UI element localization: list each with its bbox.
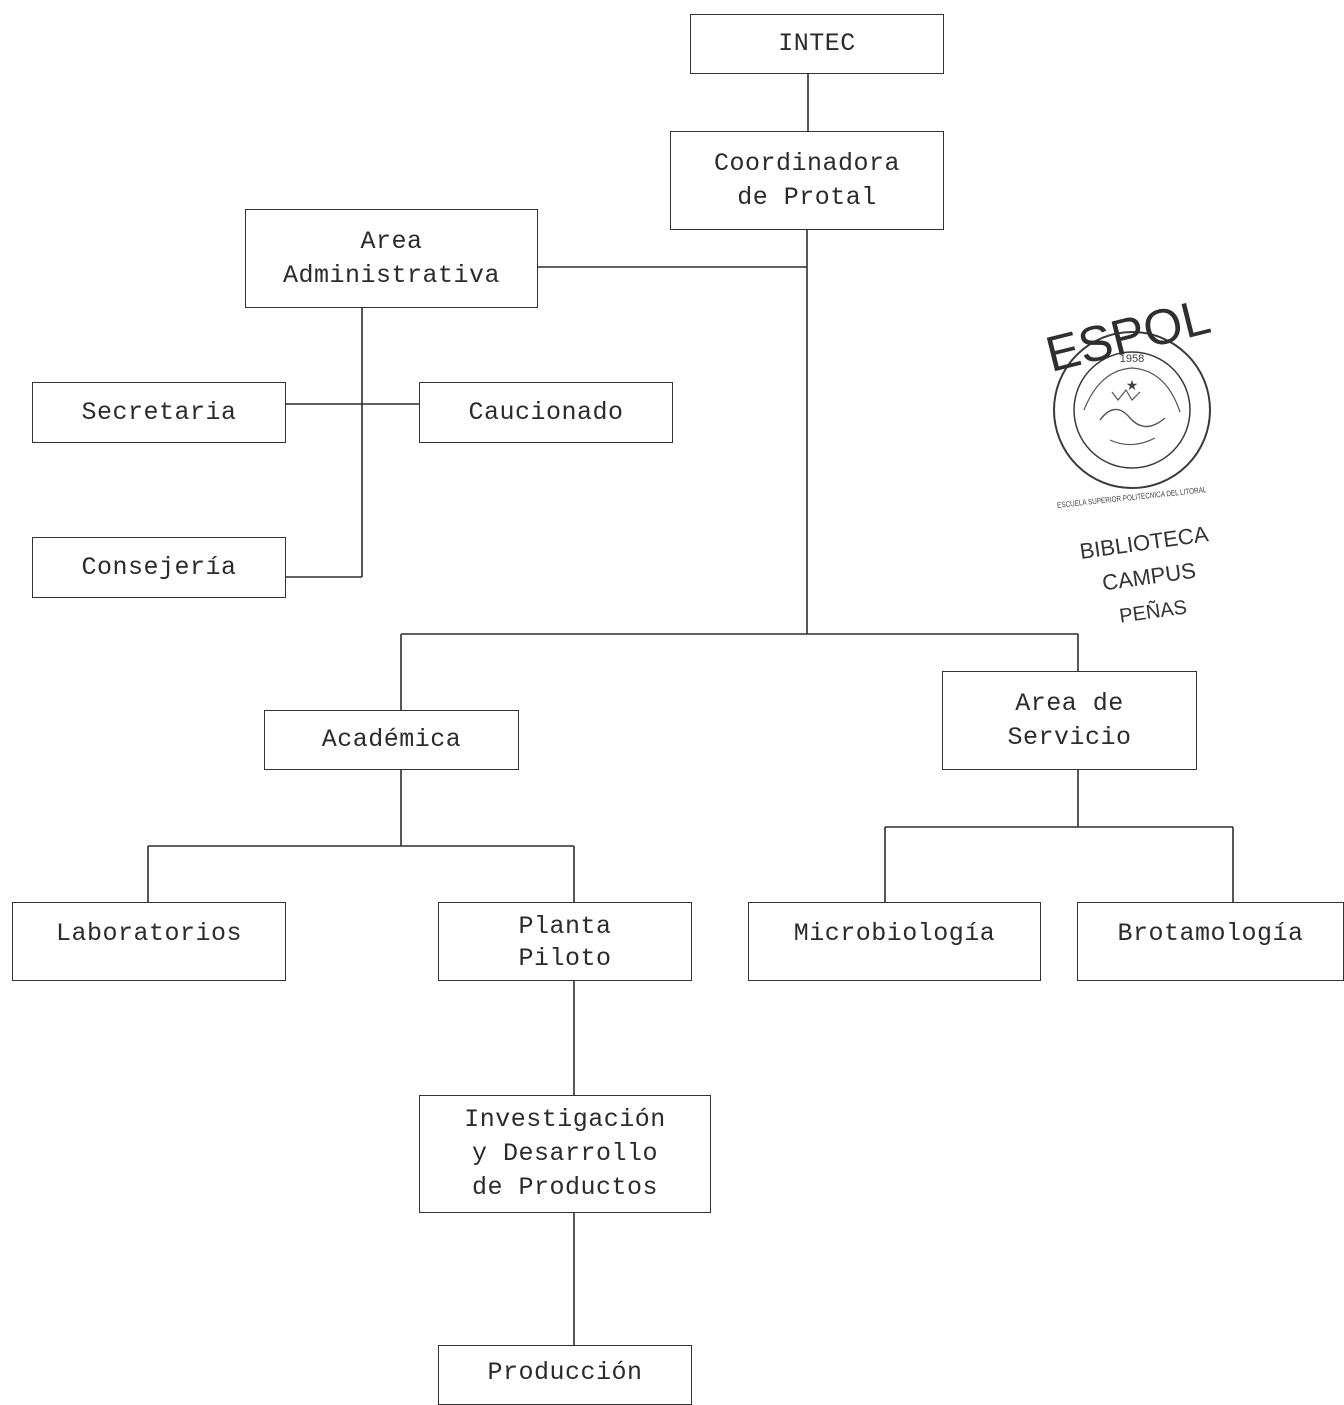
stamp-year: 1958 <box>1120 353 1144 365</box>
node-coordinadora: Coordinadora de Protal <box>670 131 944 230</box>
node-area-administrativa: Area Administrativa <box>245 209 538 308</box>
svg-text:★: ★ <box>1126 377 1139 393</box>
node-microbiologia: Microbiología <box>748 902 1041 981</box>
library-stamp: ★ 1958 ESPOL ESCUELA SUPERIOR POLITECNIC… <box>1040 300 1215 628</box>
node-brotamologia: Brotamología <box>1077 902 1344 981</box>
node-area-servicio-label-line1: Area de <box>1015 688 1124 718</box>
node-investigacion-label-line2: y Desarrollo <box>471 1139 659 1168</box>
node-investigacion: Investigación y Desarrollo de Productos <box>419 1095 711 1213</box>
node-microbiologia-label: Microbiología <box>793 919 996 948</box>
node-investigacion-label-line3: de Productos <box>471 1173 659 1202</box>
node-caucionado: Caucionado <box>419 382 673 443</box>
node-area-administrativa-label-line2: Administrativa <box>282 260 501 290</box>
node-coordinadora-label-line1: Coordinadora <box>713 148 901 178</box>
stamp-line-penas: PEÑAS <box>1118 594 1188 627</box>
node-academica-label: Académica <box>321 725 462 754</box>
stamp-logo-text: ESPOL <box>1040 300 1215 383</box>
node-planta-piloto: Planta Piloto <box>438 902 692 981</box>
node-investigacion-label-line1: Investigación <box>464 1105 666 1134</box>
node-laboratorios: Laboratorios <box>12 902 286 981</box>
node-area-servicio-label-line2: Servicio <box>1007 722 1132 752</box>
node-academica: Académica <box>264 710 519 770</box>
node-caucionado-label: Caucionado <box>468 397 624 427</box>
node-planta-piloto-label-line2: Piloto <box>518 944 612 973</box>
node-area-administrativa-label-line1: Area <box>360 226 423 256</box>
node-intec-label: INTEC <box>778 29 856 58</box>
node-secretaria-label: Secretaria <box>81 397 237 427</box>
node-intec: INTEC <box>690 14 944 74</box>
node-produccion-label: Producción <box>487 1358 643 1387</box>
node-secretaria: Secretaria <box>32 382 286 443</box>
node-area-servicio: Area de Servicio <box>942 671 1197 770</box>
node-consejeria: Consejería <box>32 537 286 598</box>
node-laboratorios-label: Laboratorios <box>55 919 243 948</box>
node-produccion: Producción <box>438 1345 692 1405</box>
espol-seal-icon: ★ 1958 ESPOL ESCUELA SUPERIOR POLITECNIC… <box>1040 300 1215 510</box>
node-brotamologia-label: Brotamología <box>1117 919 1304 948</box>
node-coordinadora-label-line2: de Protal <box>737 182 877 212</box>
node-planta-piloto-label-line1: Planta <box>518 912 612 941</box>
stamp-line-campus: CAMPUS <box>1101 558 1198 596</box>
node-consejeria-label: Consejería <box>81 552 237 582</box>
